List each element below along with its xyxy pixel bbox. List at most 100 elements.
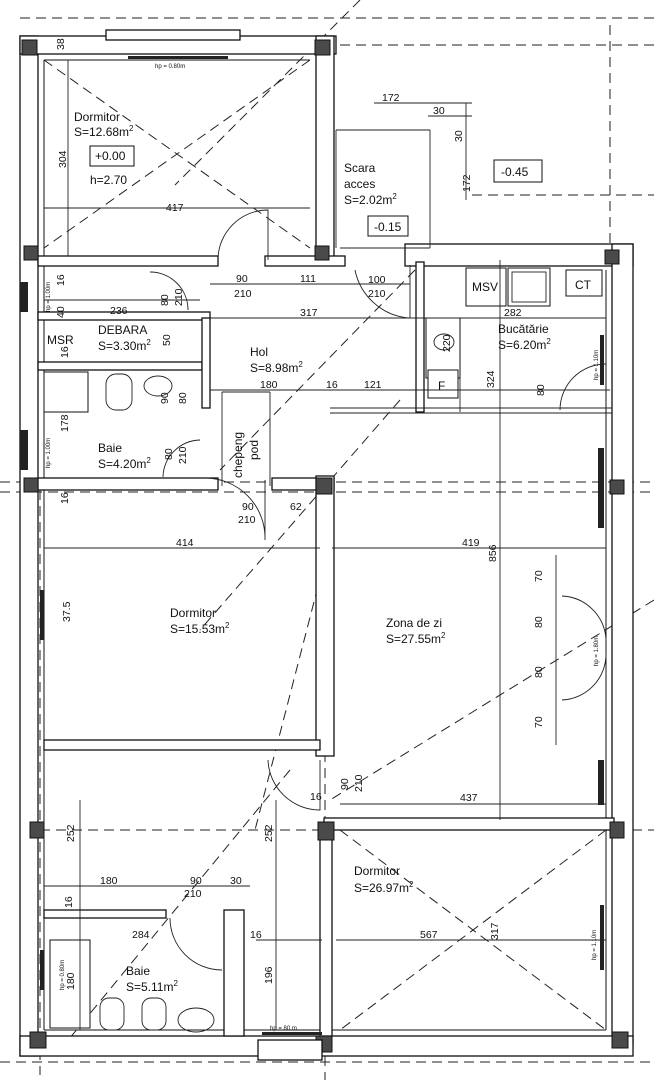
dim-16c: 16 — [326, 379, 338, 391]
room-height: h=2.70 — [90, 173, 127, 187]
dim-80f: 80 — [533, 666, 545, 678]
dim-414: 414 — [176, 537, 194, 549]
dim-856: 856 — [487, 544, 499, 562]
dim-172a: 172 — [382, 92, 400, 104]
dim-236: 236 — [110, 305, 128, 317]
room-dormitor-nw-area: S=12.68m2 — [74, 124, 134, 139]
dim-90d: 90 — [339, 778, 351, 790]
chepeng-line1: chepeng — [231, 432, 245, 478]
room-labels: Dormitor S=12.68m2 +0.00 h=2.70 Scara ac… — [47, 110, 592, 994]
dim-252b: 252 — [263, 824, 275, 842]
dim-196: 196 — [263, 966, 275, 984]
dim-210a: 210 — [234, 288, 252, 300]
window-tag-3: hp = 1.00m — [46, 438, 52, 468]
dim-210g: 210 — [184, 888, 202, 900]
room-diagonals — [43, 59, 607, 1031]
room-debara-name: DEBARA — [98, 323, 147, 337]
dim-417: 417 — [166, 202, 184, 214]
dim-210d: 210 — [177, 446, 189, 464]
room-dormitor-se-name: Dormitor — [354, 864, 400, 878]
dim-30c: 30 — [230, 875, 242, 887]
dim-40: 40 — [55, 306, 67, 318]
room-bucatarie-area: S=6.20m2 — [498, 337, 551, 352]
level-box-1 — [367, 215, 409, 237]
level-exterior: -0.45 — [501, 165, 529, 179]
dim-38: 38 — [55, 38, 67, 50]
dim-50: 50 — [161, 334, 173, 346]
window-tag-5: hp = 1.80m — [594, 636, 600, 666]
windows — [20, 29, 604, 1061]
dim-80e: 80 — [533, 616, 545, 628]
dim-80d: 80 — [177, 392, 189, 404]
window-tag-6: hp = 1.10m — [592, 930, 598, 960]
dim-324: 324 — [485, 370, 497, 388]
dim-121: 121 — [364, 379, 382, 391]
dim-16d: 16 — [59, 492, 71, 504]
dim-220: 220 — [441, 334, 453, 352]
room-dormitor-w-area: S=15.53m2 — [170, 621, 230, 636]
dim-210e: 210 — [238, 514, 256, 526]
dimension-labels: 38 304 417 172 30 30 172 16 40 236 90 21… — [55, 38, 547, 990]
room-zona-de-zi-name: Zona de zi — [386, 616, 442, 630]
room-debara-area: S=3.30m2 — [98, 338, 151, 353]
room-hol-name: Hol — [250, 345, 268, 359]
room-dormitor-se-area: S=26.97m2 — [354, 880, 414, 895]
dim-437: 437 — [460, 792, 478, 804]
doors — [149, 209, 607, 971]
room-baie2-name: Baie — [126, 964, 150, 978]
interior-walls — [37, 129, 615, 1037]
room-zona-de-zi-area: S=27.55m2 — [386, 631, 446, 646]
room-scara-area: S=2.02m2 — [344, 192, 397, 207]
dim-178: 178 — [59, 414, 71, 432]
dim-70a: 70 — [533, 570, 545, 582]
dim-180a: 180 — [260, 379, 278, 391]
window-tag-4: hp = 1.10m — [594, 350, 600, 380]
dim-567: 567 — [420, 929, 438, 941]
dim-180b: 180 — [100, 875, 118, 887]
room-msr: MSR — [47, 333, 74, 347]
dim-252a: 252 — [65, 824, 77, 842]
dim-172b: 172 — [461, 174, 473, 192]
room-dormitor-w-name: Dormitor — [170, 606, 216, 620]
dim-16a: 16 — [55, 274, 67, 286]
dim-317b: 317 — [489, 922, 501, 940]
dim-210c: 210 — [173, 288, 185, 306]
fixture-ct: CT — [575, 278, 592, 292]
dim-16g: 16 — [250, 929, 262, 941]
dim-100: 100 — [368, 274, 386, 286]
fixtures — [43, 267, 603, 1033]
fixture-fridge: F — [438, 379, 445, 393]
dim-210f: 210 — [353, 774, 365, 792]
room-baie1-name: Baie — [98, 441, 122, 455]
room-bucatarie-name: Bucătărie — [498, 322, 549, 336]
fixture-msv: MSV — [472, 280, 498, 294]
window-tag-2: hp = 1.00m — [46, 282, 52, 312]
dim-16f: 16 — [63, 896, 75, 908]
chepeng-line2: pod — [247, 440, 261, 460]
dim-37-5: 37.5 — [61, 601, 73, 622]
dim-16b: 16 — [59, 346, 71, 358]
dim-317a: 317 — [300, 307, 318, 319]
dim-90a: 90 — [236, 273, 248, 285]
dim-30b: 30 — [453, 130, 465, 142]
dim-80b: 80 — [535, 384, 547, 396]
room-dormitor-nw-name: Dormitor — [74, 110, 120, 124]
dim-30a: 30 — [433, 105, 445, 117]
room-scara-name2: acces — [344, 177, 375, 191]
level-scara: -0.15 — [374, 220, 402, 234]
dim-111: 111 — [300, 273, 316, 285]
window-tag-8: hp = 80 m — [270, 1026, 297, 1032]
room-baie2-area: S=5.11m2 — [126, 979, 178, 994]
dim-62: 62 — [290, 501, 302, 513]
dim-304: 304 — [57, 150, 69, 168]
dim-80c: 80 — [163, 448, 175, 460]
columns — [21, 39, 629, 1053]
dim-282: 282 — [504, 307, 522, 319]
dim-284: 284 — [132, 929, 150, 941]
level-box-2 — [493, 159, 543, 183]
dim-90c: 90 — [242, 501, 254, 513]
dim-90e: 90 — [190, 875, 202, 887]
level-markers — [89, 145, 543, 237]
dim-70b: 70 — [533, 716, 545, 728]
